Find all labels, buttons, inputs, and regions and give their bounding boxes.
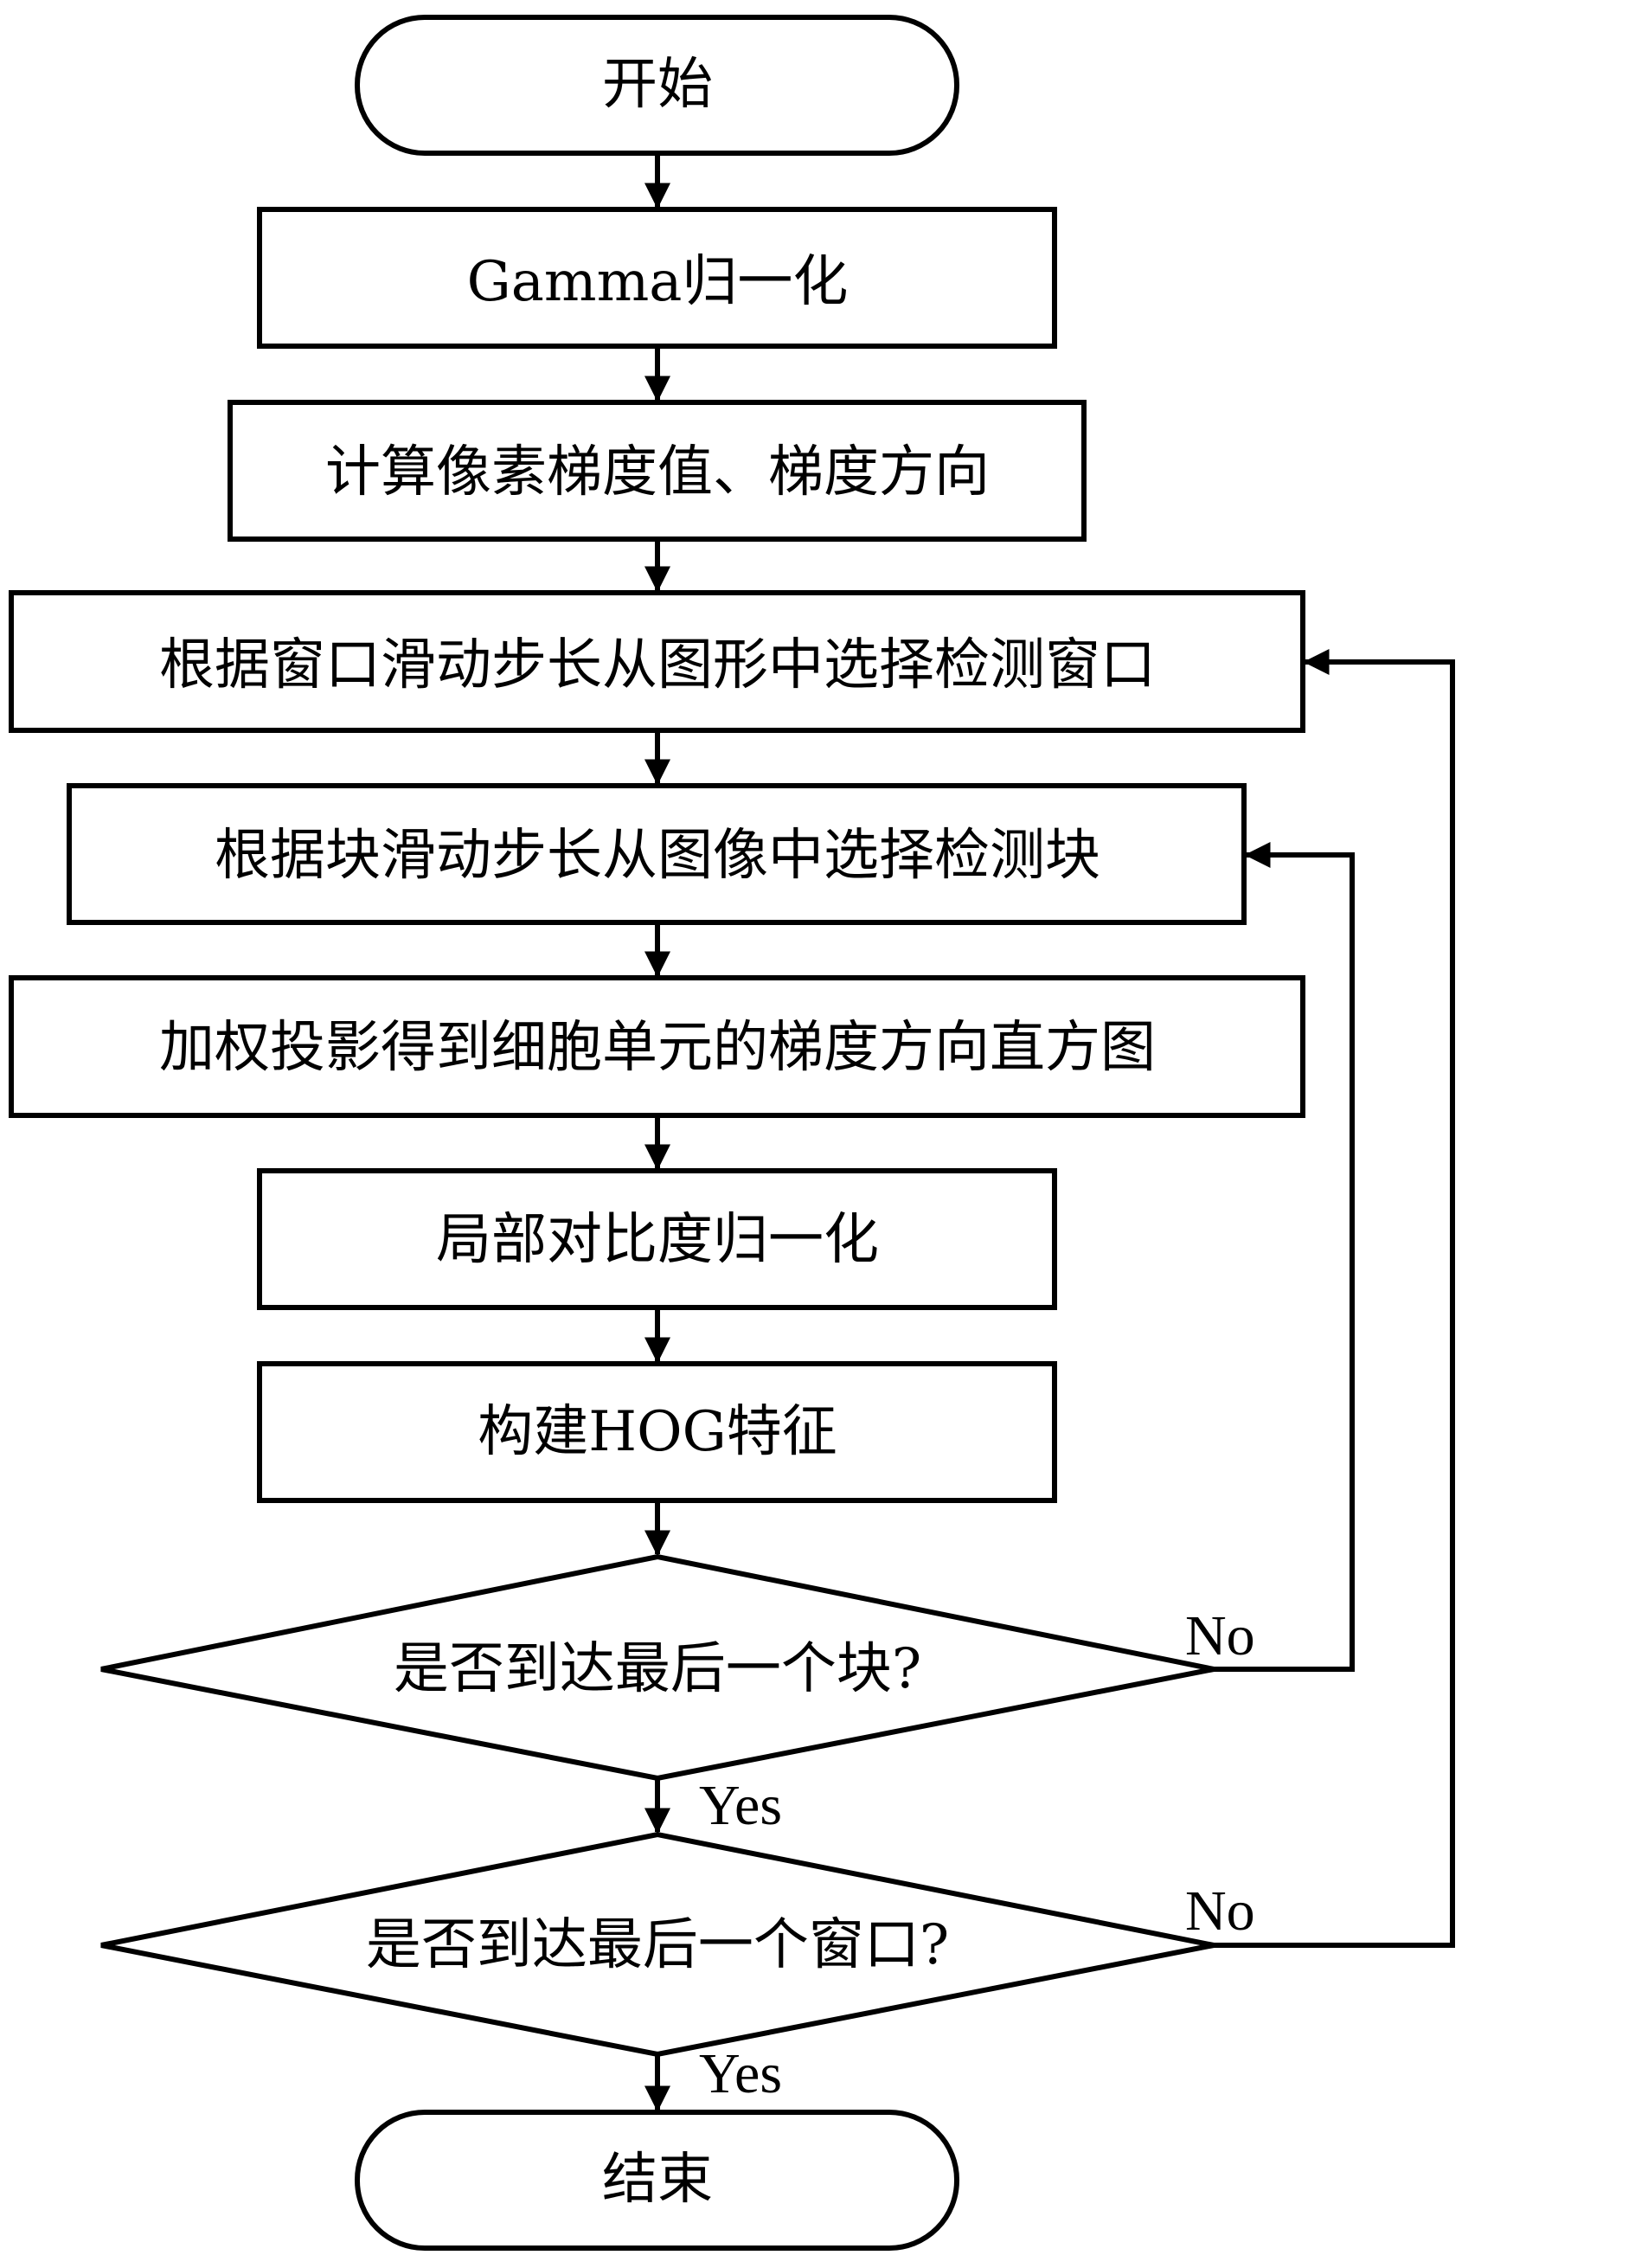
end-label: 结束 — [602, 2148, 713, 2212]
gamma-normalization-box — [257, 207, 1057, 349]
loop-block-no — [1214, 842, 1355, 1672]
last-window-yes-label: Yes — [699, 2042, 782, 2105]
build-hog-box — [257, 1361, 1057, 1503]
build-hog-label: 构建HOG特征 — [478, 1400, 837, 1464]
last-block-label: 是否到达最后一个块? — [394, 1637, 921, 1701]
loop-window-no — [1214, 649, 1455, 1948]
local-normalization-label: 局部对比度归一化 — [436, 1208, 879, 1272]
histogram-label: 加权投影得到细胞单元的梯度方向直方图 — [159, 1016, 1156, 1080]
last-block-no-label: No — [1185, 1604, 1255, 1667]
gradient-label: 计算像素梯度值、梯度方向 — [325, 440, 990, 504]
last-block-yes-label: Yes — [699, 1774, 782, 1837]
last-window-label: 是否到达最后一个窗口? — [366, 1913, 949, 1977]
select-window-box — [9, 590, 1305, 733]
select-window-label: 根据窗口滑动步长从图形中选择检测窗口 — [159, 633, 1156, 697]
select-block-label: 根据块滑动步长从图像中选择检测块 — [215, 824, 1100, 888]
gradient-box — [228, 400, 1087, 542]
gamma-normalization-label: Gamma归一化 — [467, 250, 849, 314]
start-label: 开始 — [602, 53, 713, 117]
end-terminator — [355, 2110, 959, 2251]
last-window-no-label: No — [1185, 1879, 1255, 1943]
